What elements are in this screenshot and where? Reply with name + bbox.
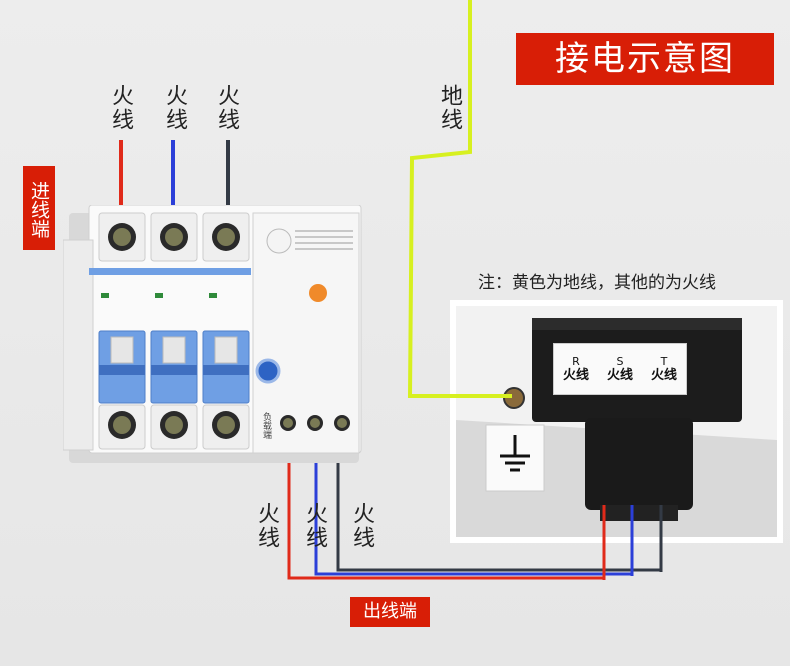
terminal-t-letter: T <box>660 355 668 368</box>
ground-wire <box>407 0 510 398</box>
junction-box-photo <box>450 300 783 543</box>
junction-box-illustration <box>450 300 783 543</box>
terminal-r-letter: R <box>572 355 580 368</box>
terminal-label-panel: R 火线 S 火线 T 火线 <box>553 343 687 395</box>
test-button-icon <box>309 284 327 302</box>
terminal-r: R 火线 <box>563 355 589 383</box>
ground-symbol-sticker <box>485 424 545 492</box>
reset-button-icon <box>255 358 281 384</box>
output-wire-label-3: 火线 <box>349 502 374 550</box>
terminal-s-label: 火线 <box>606 368 633 383</box>
ground-wire-label: 地线 <box>437 84 462 132</box>
output-wire-label-2: 火线 <box>302 502 327 550</box>
terminal-s-letter: S <box>616 355 624 368</box>
breaker-load-side-text: 负载端 <box>261 412 271 439</box>
incoming-terminal-label: 进线端 <box>23 166 55 250</box>
terminal-s: S 火线 <box>607 355 633 383</box>
circuit-breaker-illustration <box>63 205 362 463</box>
input-wire-label-3: 火线 <box>214 84 239 132</box>
diagram-title: 接电示意图 <box>516 33 774 85</box>
input-wire-label-2: 火线 <box>162 84 187 132</box>
ground-screw-icon <box>503 387 525 409</box>
terminal-t: T 火线 <box>651 355 677 383</box>
terminal-t-label: 火线 <box>650 368 677 383</box>
output-wire-label-1: 火线 <box>254 502 279 550</box>
terminal-r-label: 火线 <box>562 368 589 383</box>
input-wire-label-1: 火线 <box>108 84 133 132</box>
outgoing-terminal-label: 出线端 <box>350 597 430 627</box>
wiring-note: 注：黄色为地线，其他的为火线 <box>478 273 716 293</box>
